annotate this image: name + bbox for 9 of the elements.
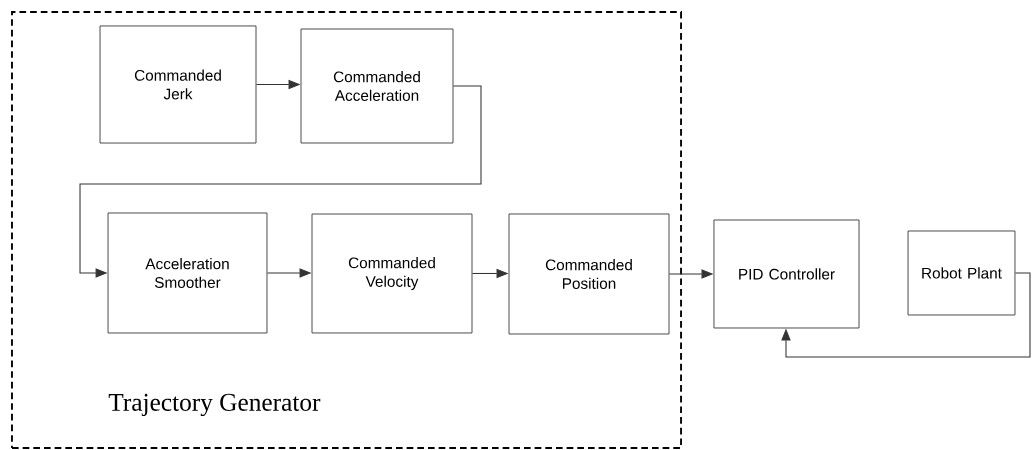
process-box: PID Controller [713, 219, 860, 329]
arrow [79, 85, 482, 278]
process-box: Commanded Acceleration [300, 28, 454, 144]
arrow [781, 272, 1031, 358]
process-box: Robot Plant [907, 230, 1016, 316]
process-box: Commanded Position [508, 213, 670, 335]
process-box: Acceleration Smoother [107, 212, 268, 334]
process-box: Commanded Jerk [99, 25, 257, 144]
process-box: Commanded Velocity [311, 213, 473, 334]
